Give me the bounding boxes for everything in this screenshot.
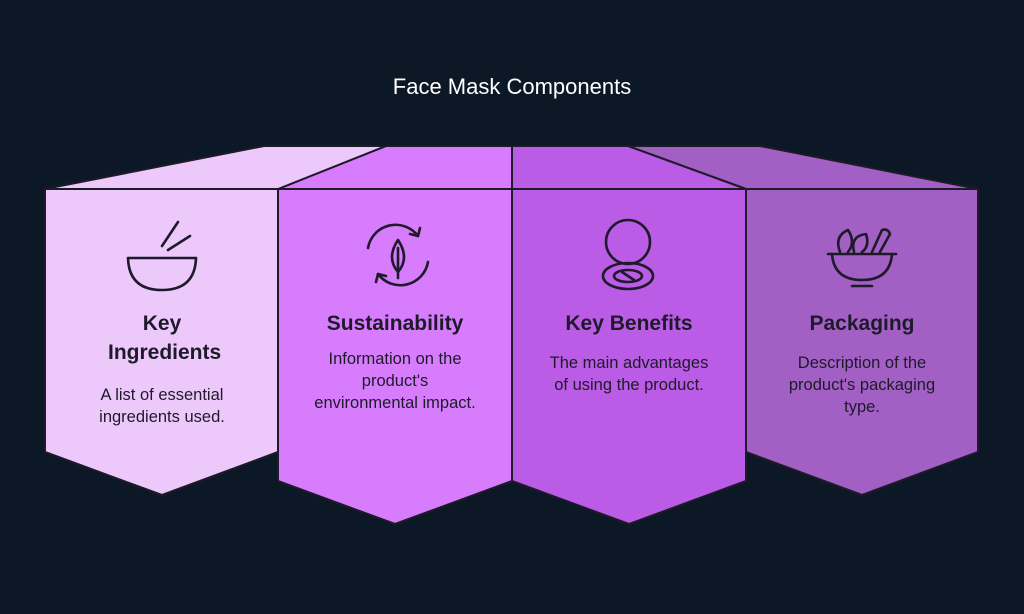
bowl-with-chopsticks-icon <box>126 220 198 292</box>
panel-2-front <box>277 188 513 526</box>
panel-4-text: Packaging Description of the product's p… <box>766 309 958 418</box>
panel-2-description: Information on the product's environment… <box>314 350 476 412</box>
diagram-title: Face Mask Components <box>392 74 632 99</box>
panel-1-description: A list of essential ingredients used. <box>99 386 225 426</box>
panel-1-text: Key Ingredients A list of essential ingr… <box>68 309 256 428</box>
panel-3-title: Key Benefits <box>565 312 693 335</box>
compact-mirror-icon <box>601 218 655 291</box>
panel-4-description: Description of the product's packaging t… <box>788 354 936 416</box>
panel-3-front <box>511 188 747 526</box>
panel-1-front <box>44 188 279 497</box>
panel-2-title: Sustainability <box>326 312 464 335</box>
panel-2-text: Sustainability Information on the produc… <box>298 309 492 414</box>
recycle-leaf-icon <box>366 223 430 287</box>
mortar-with-herbs-icon <box>826 228 898 288</box>
panel-3-description: The main advantages of using the product… <box>549 354 709 394</box>
panel-4-title: Packaging <box>809 312 915 335</box>
panel-3-text: Key Benefits The main advantages of usin… <box>532 309 726 396</box>
panel-1-title: Key Ingredients <box>108 312 222 364</box>
